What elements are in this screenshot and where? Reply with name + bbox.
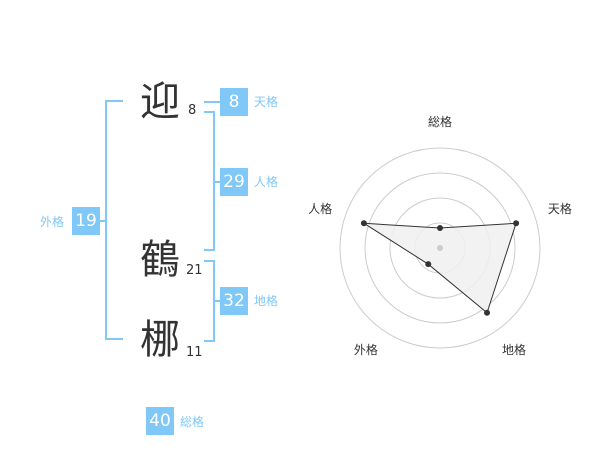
radar-axis-label: 総格	[428, 114, 452, 129]
tenkaku-value: 8	[220, 88, 248, 116]
radar-point	[360, 220, 367, 227]
radar-axis-label: 地格	[502, 342, 526, 357]
soukaku-label: 総格	[180, 415, 205, 429]
stroke-count-1: 8	[188, 103, 197, 118]
radar-point	[484, 309, 491, 316]
stroke-count-3: 11	[186, 345, 203, 360]
gaikaku-label: 外格	[40, 215, 65, 229]
soukaku-value: 40	[146, 407, 174, 435]
name-char-2: 鶴	[140, 237, 180, 283]
name-char-1: 迎	[140, 79, 180, 125]
radar-axis-label: 天格	[548, 201, 572, 216]
radar-point	[513, 220, 520, 227]
radar-grid-ring	[339, 147, 541, 349]
jinkaku-label: 人格	[254, 175, 279, 189]
chikaku-value: 32	[220, 287, 248, 315]
chikaku-label: 地格	[254, 294, 279, 308]
name-char-3: 梛	[140, 317, 180, 363]
radar-axis-label: 外格	[354, 342, 378, 357]
radar-center-dot	[437, 245, 443, 251]
radar-point	[425, 261, 432, 268]
radar-grid-ring	[364, 172, 516, 324]
jinkaku-value: 29	[220, 168, 248, 196]
gaikaku-value: 19	[72, 207, 100, 235]
stroke-count-2: 21	[186, 263, 203, 278]
radar-axis-label: 人格	[308, 201, 332, 216]
radar-point	[437, 225, 443, 231]
tenkaku-label: 天格	[254, 95, 279, 109]
radar-area	[363, 222, 517, 314]
